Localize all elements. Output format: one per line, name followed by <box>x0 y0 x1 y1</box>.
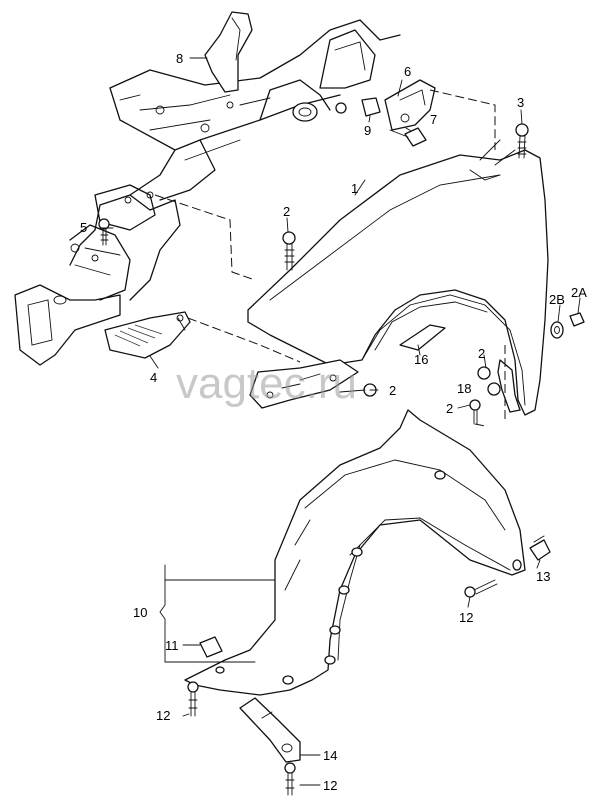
part-13-clip <box>529 535 551 561</box>
part-14-bracket <box>239 697 301 763</box>
watermark: vagtec.ru <box>176 359 357 408</box>
wheelarch-bolts-18-2 <box>469 359 521 425</box>
part-2-bolt-upper <box>282 231 296 271</box>
callout-2a: 2A <box>571 285 587 300</box>
callout-2-arch: 2 <box>478 346 485 361</box>
part-2b-2a-washer-nut <box>550 312 585 339</box>
callout-1: 1 <box>351 181 358 196</box>
callout-2-mid: 2 <box>389 383 396 398</box>
part-9-clip <box>335 97 381 117</box>
callout-6: 6 <box>404 64 411 79</box>
part-6-bracket <box>384 79 436 131</box>
part-4-bracket <box>104 311 191 359</box>
wheel-housing-liner <box>184 409 526 696</box>
part-11-clip <box>199 636 223 658</box>
callout-14: 14 <box>323 748 337 763</box>
part-12-screw-right <box>464 579 498 598</box>
callout-2-lower: 2 <box>446 401 453 416</box>
callout-16: 16 <box>414 352 428 367</box>
part-12-screw-bottom <box>284 762 296 796</box>
callout-18: 18 <box>457 381 471 396</box>
callout-2b: 2B <box>549 292 565 307</box>
callout-9: 9 <box>364 123 371 138</box>
part-8-bracket <box>204 11 253 93</box>
part-5-bolt <box>98 218 110 246</box>
callout-10: 10 <box>133 605 147 620</box>
callout-7: 7 <box>430 112 437 127</box>
callout-labels: 8 6 3 9 7 1 2 5 2B 2A 4 16 2 2 18 2 10 1… <box>80 51 587 793</box>
callout-4: 4 <box>150 370 157 385</box>
callout-2-upper: 2 <box>283 204 290 219</box>
callout-3: 3 <box>517 95 524 110</box>
leader-lines <box>99 57 581 786</box>
fender-part-1 <box>247 139 549 416</box>
part-12-screw-left <box>187 681 199 717</box>
callout-13: 13 <box>536 569 550 584</box>
callout-12-right: 12 <box>459 610 473 625</box>
callout-12-left: 12 <box>156 708 170 723</box>
callout-12-bottom: 12 <box>323 778 337 793</box>
callout-5: 5 <box>80 220 87 235</box>
callout-8: 8 <box>176 51 183 66</box>
body-structure <box>14 19 401 366</box>
callout-11: 11 <box>165 638 179 653</box>
part-7-bolt <box>389 127 427 147</box>
